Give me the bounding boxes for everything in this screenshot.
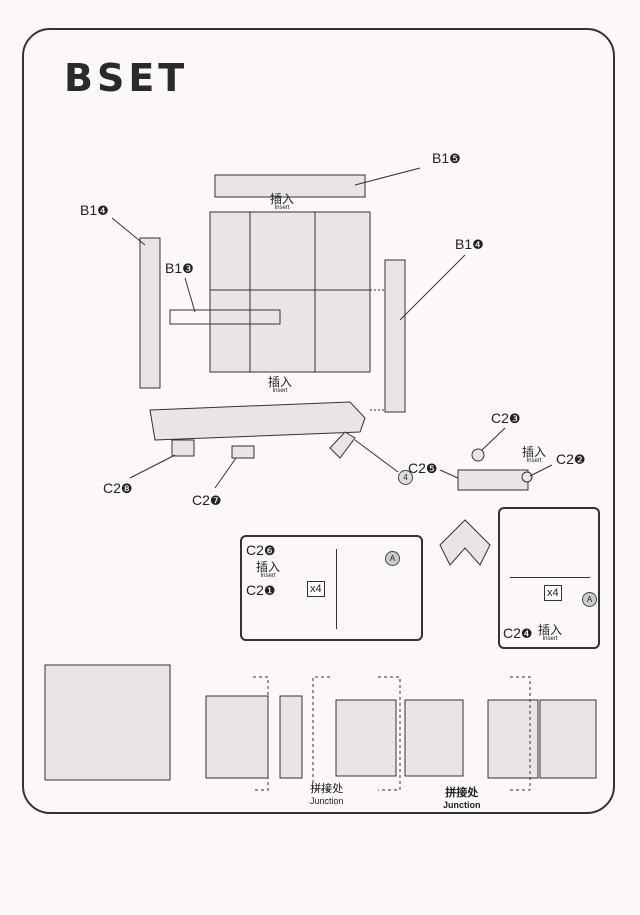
claw-assembly: [439, 519, 491, 566]
insert-cn: 插入: [538, 623, 563, 637]
insert-en: Insert: [526, 458, 542, 464]
part-c2-8: [171, 439, 195, 457]
page-frame: [22, 28, 615, 814]
label-c2-5: C2❺: [408, 460, 438, 477]
insert-cn: 插入: [268, 375, 293, 389]
part-code: B1: [455, 236, 473, 252]
part-b1-4-left: [139, 237, 161, 389]
part-number: ❸: [182, 262, 194, 277]
marker-a: A: [385, 551, 400, 566]
quantity-x4: x4: [307, 581, 325, 597]
insert-en: Insert: [272, 388, 288, 394]
main-frame-panel: [209, 211, 371, 373]
claw-part: [329, 431, 356, 459]
base-platform: [149, 401, 366, 441]
part-c2-3: [471, 448, 485, 462]
insert-en: Insert: [274, 205, 290, 211]
part-number: ❽: [120, 482, 133, 497]
divider: [510, 577, 590, 578]
junction-en: Junction: [310, 796, 344, 806]
junction-en: Junction: [443, 800, 481, 810]
part-c2-2: [521, 471, 533, 483]
part-b1-4-right: [384, 259, 406, 413]
insert-cn: 插入: [270, 192, 295, 206]
assembled-preview: [44, 664, 171, 781]
label-c2-1: C2❶: [246, 582, 276, 599]
label-b1-4-right: B1❹: [455, 236, 484, 253]
part-code: C2: [503, 625, 521, 641]
part-c2-7: [231, 445, 255, 459]
insert-en: Insert: [542, 636, 558, 642]
junction-cn: 拼接处: [445, 786, 479, 799]
insert-cn: 插入: [256, 560, 281, 574]
part-code: C2: [556, 451, 574, 467]
part-code: B1: [432, 150, 450, 166]
part-number: ❷: [573, 453, 586, 468]
part-number: ❸: [508, 412, 521, 427]
step-4-marker: 4: [398, 470, 413, 485]
part-code: C2: [246, 542, 264, 558]
insert-cn: 插入: [522, 445, 547, 459]
part-number: ❼: [209, 494, 222, 509]
label-c2-4: C2❹: [503, 625, 533, 642]
part-number: ❺: [425, 462, 438, 477]
part-b1-3: [169, 309, 281, 325]
part-number: ❺: [449, 152, 461, 167]
part-number: ❶: [263, 584, 276, 599]
junction-cn: 拼接处: [310, 782, 344, 795]
junction-bracket: [253, 676, 330, 791]
part-number: ❹: [472, 238, 484, 253]
part-code: B1: [80, 202, 98, 218]
label-c2-7: C2❼: [192, 492, 222, 509]
part-code: C2: [246, 582, 264, 598]
part-number: ❹: [97, 204, 109, 219]
label-c2-8: C2❽: [103, 480, 133, 497]
brand-logo: BSET: [64, 56, 189, 100]
label-c2-3: C2❸: [491, 410, 521, 427]
label-b1-3: B1❸: [165, 260, 194, 277]
part-number: ❹: [520, 627, 533, 642]
part-code: C2: [103, 480, 121, 496]
divider: [336, 549, 337, 629]
label-c2-6: C2❻: [246, 542, 276, 559]
part-c2-5-assembly: [457, 469, 529, 491]
part-number: ❻: [263, 544, 276, 559]
part-code: C2: [192, 492, 210, 508]
part-code: B1: [165, 260, 183, 276]
label-c2-2: C2❷: [556, 451, 586, 468]
part-b1-5: [214, 174, 366, 198]
part-code: C2: [408, 460, 426, 476]
label-b1-5: B1❺: [432, 150, 461, 167]
quantity-x4: x4: [544, 585, 562, 601]
insert-en: Insert: [260, 573, 276, 579]
label-b1-4-left: B1❹: [80, 202, 109, 219]
marker-a: A: [582, 592, 597, 607]
part-code: C2: [491, 410, 509, 426]
